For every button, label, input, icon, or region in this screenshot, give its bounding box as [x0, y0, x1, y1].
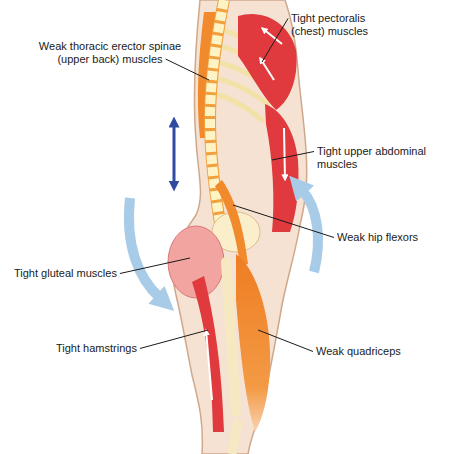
- callout-label: Weak thoracic erector spinae (upper back…: [30, 40, 190, 66]
- leader-line: [120, 258, 190, 274]
- callout-label: Tight pectoralis (chest) muscles: [291, 12, 391, 38]
- tension-arrow: [262, 28, 282, 44]
- abdominal-muscle: [265, 104, 299, 232]
- length-arrow: [173, 122, 176, 186]
- tibia-bone: [232, 420, 238, 454]
- leader-line: [272, 152, 314, 161]
- leader-line: [262, 19, 288, 63]
- callout-label: Tight gluteal muscles: [14, 267, 117, 280]
- spine-discs: [210, 0, 224, 235]
- leader-line: [233, 205, 334, 238]
- quadriceps-muscle: [236, 254, 270, 432]
- hamstring-muscle: [192, 276, 224, 432]
- tilt-arrow: [129, 198, 160, 298]
- tension-arrow: [206, 330, 212, 400]
- callout-label: Weak hip flexors: [337, 231, 418, 244]
- callout-label: Weak quadriceps: [316, 345, 401, 358]
- leader-line: [140, 330, 208, 349]
- spine-vertebrae: [210, 0, 224, 235]
- tilt-arrow: [302, 190, 318, 272]
- leader-line: [166, 59, 209, 80]
- callout-label: Tight hamstrings: [56, 342, 137, 355]
- tension-arrow: [284, 128, 285, 180]
- femur-bone: [226, 262, 236, 412]
- hip-flexor-muscle: [215, 180, 248, 266]
- callout-label: Tight upper abdominal muscles: [317, 145, 445, 171]
- leader-line: [258, 330, 313, 352]
- pectoralis-muscle: [238, 14, 297, 110]
